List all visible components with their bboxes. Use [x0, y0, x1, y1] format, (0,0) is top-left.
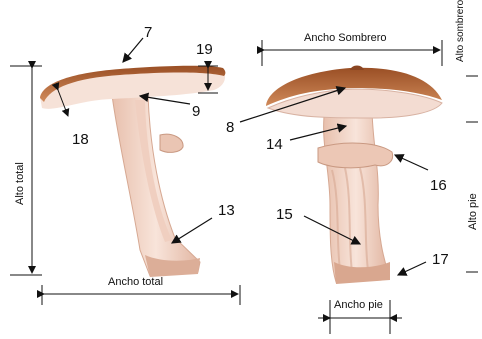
label-15: 15	[276, 207, 293, 222]
label-19: 19	[196, 42, 213, 57]
label-ancho-pie: Ancho pie	[334, 300, 383, 311]
label-18: 18	[72, 132, 89, 147]
right-ring	[318, 143, 393, 168]
label-16: 16	[430, 178, 447, 193]
label-13: 13	[218, 203, 235, 218]
label-14: 14	[266, 137, 283, 152]
label-8: 8	[226, 120, 234, 135]
label-ancho-total: Ancho total	[108, 277, 163, 288]
left-mushroom	[40, 66, 225, 277]
right-cap-bump	[350, 66, 364, 71]
label-7: 7	[144, 25, 152, 40]
right-mushroom	[266, 66, 442, 285]
left-stem	[112, 95, 200, 276]
label-17: 17	[432, 252, 449, 267]
left-ring	[160, 134, 183, 152]
label-ancho-sombrero: Ancho Sombrero	[304, 33, 387, 44]
label-alto-pie: Alto pie	[468, 193, 479, 230]
label-alto-total: Alto total	[15, 162, 26, 205]
label-9: 9	[192, 104, 200, 119]
right-stem	[324, 108, 388, 282]
label-alto-sombrero: Alto sombrero	[456, 0, 466, 62]
